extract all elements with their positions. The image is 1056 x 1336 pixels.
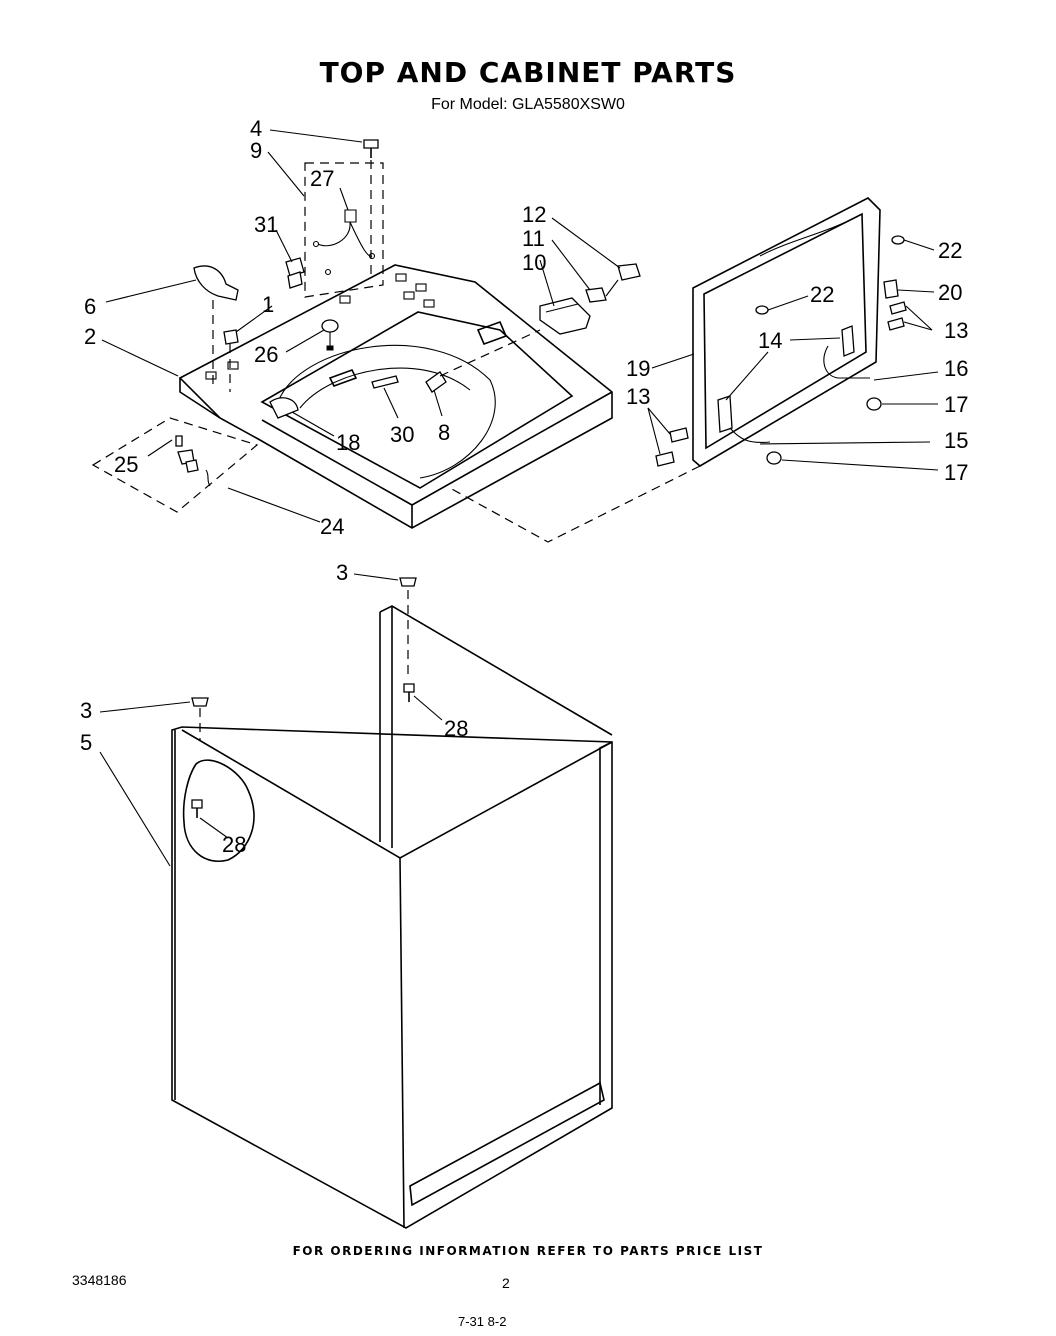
callout-27: 27 xyxy=(310,166,334,191)
callout-9: 9 xyxy=(250,138,262,163)
callout-1: 1 xyxy=(262,292,274,317)
leader-lines xyxy=(99,129,939,867)
callout-8: 8 xyxy=(438,420,450,445)
lid-hinge-part-18 xyxy=(269,397,299,419)
callout-5: 5 xyxy=(80,730,92,755)
callout-3-left: 3 xyxy=(80,698,92,723)
nut-part-1 xyxy=(223,329,239,392)
document-number: 3348186 xyxy=(72,1272,127,1288)
ordering-information-note: FOR ORDERING INFORMATION REFER TO PARTS … xyxy=(292,1244,764,1258)
callout-14: 14 xyxy=(758,328,782,353)
callout-17-lower: 17 xyxy=(944,460,968,485)
callout-28-upper: 28 xyxy=(444,716,468,741)
page-number: 2 xyxy=(502,1275,510,1291)
callout-labels: 4 9 27 31 6 1 2 26 18 30 8 25 24 12 11 1… xyxy=(80,116,968,857)
grommet-part-26 xyxy=(321,319,339,351)
callout-16: 16 xyxy=(944,356,968,381)
cabinet-part-5 xyxy=(171,577,613,1229)
lid-assembly-part-19 xyxy=(449,197,907,543)
lid-switch-bracket-part-10 xyxy=(539,297,591,335)
callout-31: 31 xyxy=(254,212,278,237)
callout-2: 2 xyxy=(84,324,96,349)
callout-28-lower: 28 xyxy=(222,832,246,857)
callout-19: 19 xyxy=(626,356,650,381)
callout-11: 11 xyxy=(522,226,545,251)
callout-12: 12 xyxy=(522,202,546,227)
wire-connector-part-31 xyxy=(285,257,305,289)
callout-13-right: 13 xyxy=(944,318,968,343)
callout-26: 26 xyxy=(254,342,278,367)
model-subtitle: For Model: GLA5580XSW0 xyxy=(431,96,625,113)
callout-13-left: 13 xyxy=(626,384,650,409)
callout-25: 25 xyxy=(114,452,138,477)
callout-4: 4 xyxy=(250,116,262,141)
lid-switch-group-24 xyxy=(91,417,259,513)
callout-6: 6 xyxy=(84,294,96,319)
date-mark: 7-31 8-2 xyxy=(458,1314,507,1329)
screw-part-4 xyxy=(363,139,379,280)
washer-top-assembly xyxy=(178,264,613,529)
callout-18: 18 xyxy=(336,430,360,455)
lid-switch-part-12 xyxy=(605,263,641,297)
page-title: TOP AND CABINET PARTS xyxy=(319,56,737,89)
callout-30: 30 xyxy=(390,422,414,447)
callout-22-right: 22 xyxy=(938,238,962,263)
actuator-part-11 xyxy=(585,287,607,303)
callout-15: 15 xyxy=(944,428,968,453)
callout-10: 10 xyxy=(522,250,546,275)
callout-24: 24 xyxy=(320,514,344,539)
callout-3-upper: 3 xyxy=(336,560,348,585)
hinge-pin-part-30 xyxy=(371,375,399,389)
spring-part-8 xyxy=(425,329,541,393)
clip-part-6 xyxy=(193,265,239,390)
callout-20: 20 xyxy=(938,280,962,305)
callout-22-lid: 22 xyxy=(810,282,834,307)
callout-17-upper: 17 xyxy=(944,392,968,417)
